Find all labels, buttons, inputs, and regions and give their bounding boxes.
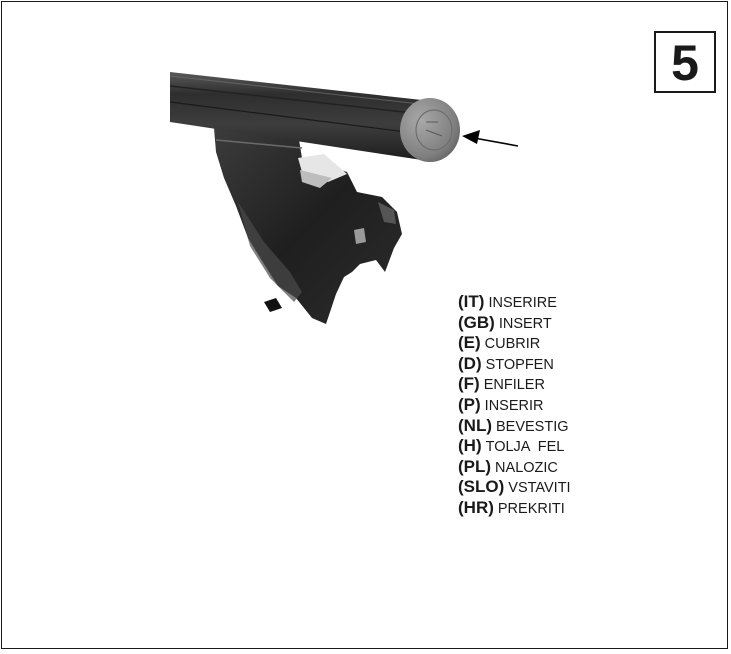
instruction-row-nl: (NL)BEVESTIG [458,416,571,437]
instruction-row-gb: (GB)INSERT [458,313,571,334]
instruction-row-hr: (HR)PREKRITI [458,498,571,519]
instruction-word: PREKRITI [497,500,565,517]
instruction-word: INSERIR [484,397,544,414]
instruction-row-d: (D)STOPFEN [458,354,571,375]
instruction-word: BEVESTIG [495,418,569,435]
language-code: (F) [458,374,480,394]
language-code: (PL) [458,456,492,476]
language-code: (H) [458,436,482,456]
language-code: (HR) [458,497,494,517]
mounting-foot-icon [214,128,402,324]
instruction-row-slo: (SLO)VSTAVITI [458,477,571,498]
instruction-word: NALOZIC [495,459,558,476]
language-code: (IT) [458,292,485,311]
step-number: 5 [671,35,699,91]
language-code: (E) [458,333,481,353]
instruction-row-p: (P)INSERIR [458,395,571,416]
language-code: (GB) [458,312,495,332]
instruction-word: VSTAVITI [508,480,571,497]
instruction-word: INSERT [498,315,552,332]
language-code: (SLO) [458,477,505,497]
language-code: (P) [458,394,481,414]
step-number-box: 5 [654,31,716,93]
instruction-word: INSERIRE [488,295,557,311]
instruction-word: TOLJA FEL [485,439,565,456]
language-code: (NL) [458,415,492,435]
instruction-word: ENFILER [483,377,545,394]
instruction-row-it: (IT)INSERIRE [458,292,571,313]
instruction-list: (IT)INSERIRE (GB)INSERT (E)CUBRIR (D)STO… [458,292,571,519]
instruction-word: STOPFEN [485,356,554,373]
instruction-row-f: (F)ENFILER [458,374,571,395]
instruction-row-h: (H)TOLJA FEL [458,436,571,457]
language-code: (D) [458,353,482,373]
roof-bar-icon [169,72,450,160]
instruction-word: CUBRIR [484,336,541,353]
instruction-row-e: (E)CUBRIR [458,333,571,354]
end-cap-icon [400,98,460,162]
instruction-row-pl: (PL)NALOZIC [458,457,571,478]
arrow-icon [462,130,519,147]
